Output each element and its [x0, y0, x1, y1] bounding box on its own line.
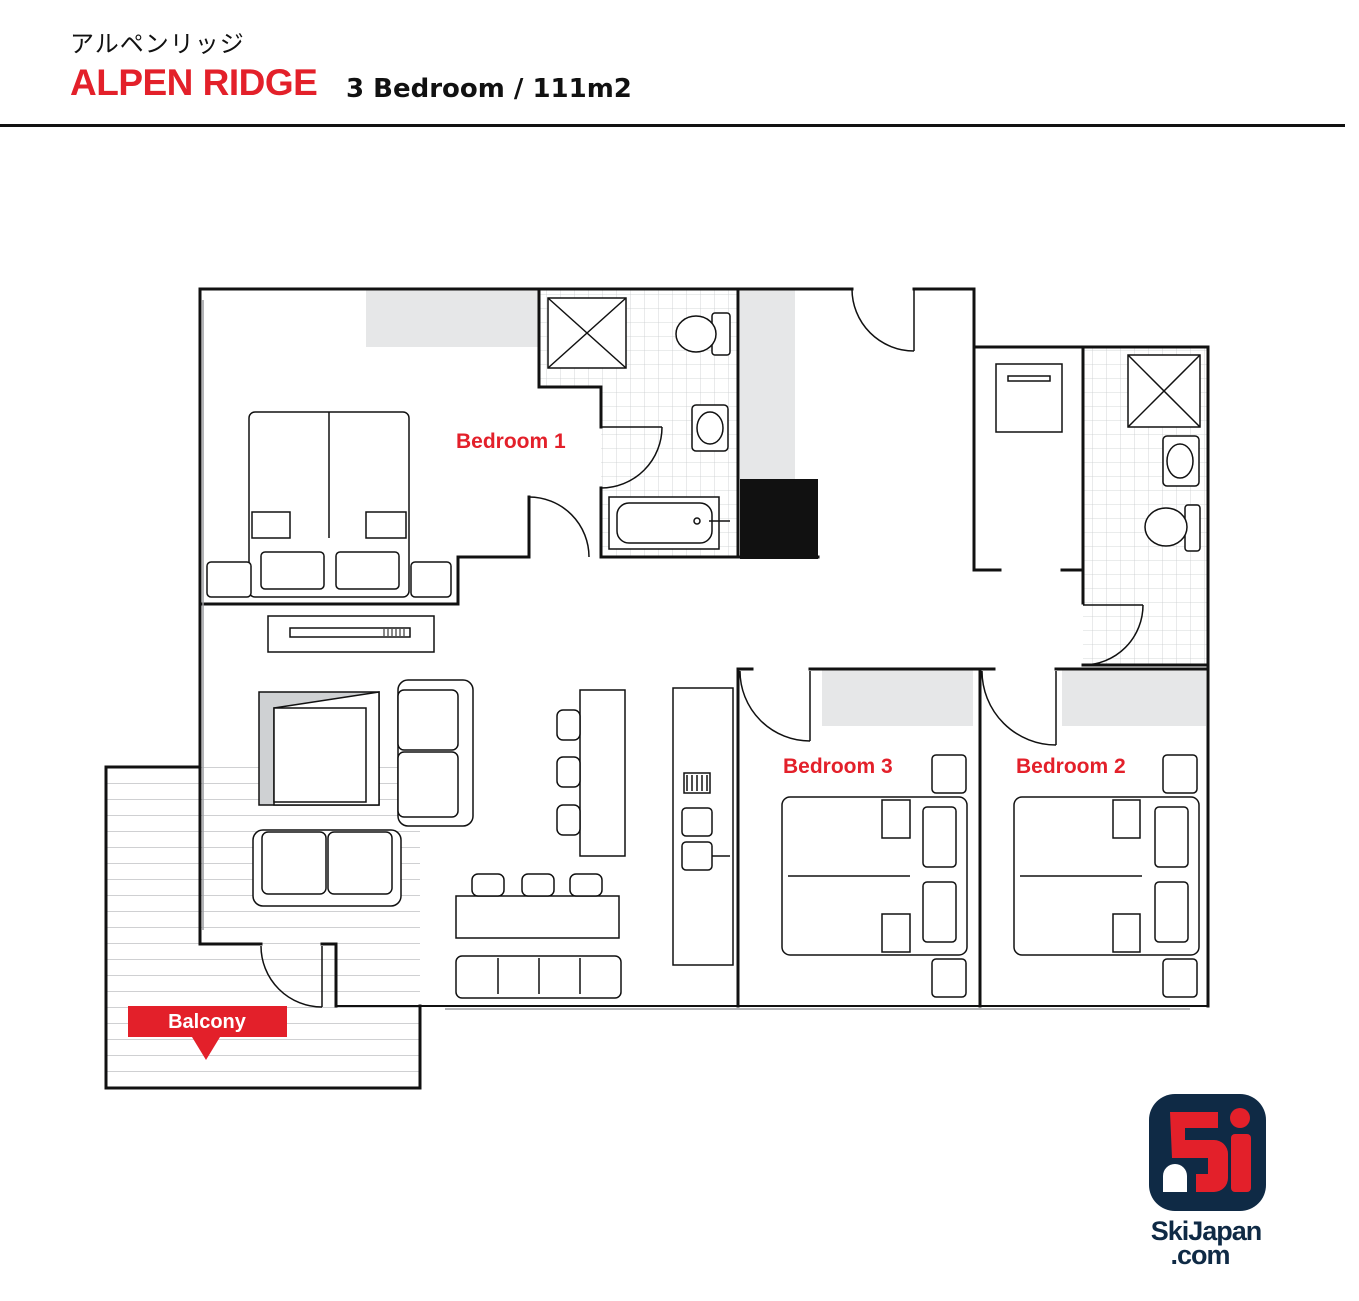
doors	[260, 288, 1144, 1008]
wardrobes	[366, 289, 1206, 726]
logo-i-mark	[1231, 1134, 1251, 1192]
page-subtitle: 3 Bedroom / 111m2	[346, 74, 632, 104]
page-title: ALPEN RIDGE	[70, 62, 318, 103]
bathroom-tiles	[539, 289, 1208, 665]
service-column	[740, 479, 818, 559]
tv-vents	[383, 629, 405, 636]
japanese-title: アルペンリッジ	[70, 30, 245, 58]
bedroom-3-label: Bedroom 3	[783, 755, 893, 778]
bedroom-1-label: Bedroom 1	[456, 430, 566, 453]
bedroom-1-bed	[206, 411, 452, 598]
logo-dot-mark	[1230, 1108, 1250, 1128]
bedroom-2-bed	[1013, 754, 1200, 998]
logo-s-mark	[1170, 1112, 1228, 1192]
windows	[202, 300, 1190, 1010]
ensuite-1-fixtures	[547, 297, 731, 550]
logo-white-mark	[1163, 1164, 1187, 1192]
balcony-deck	[106, 767, 420, 1088]
bedroom-2-label: Bedroom 2	[1016, 755, 1126, 778]
skijapan-logo: SkiJapan .com	[1149, 1094, 1266, 1270]
balcony-label: Balcony	[168, 1011, 247, 1033]
laundry-machine	[995, 363, 1063, 433]
logo-text-line1: SkiJapan	[1151, 1216, 1262, 1246]
bathroom-2-fixtures	[1127, 354, 1201, 552]
header-divider	[0, 124, 1345, 127]
living-furniture	[252, 615, 734, 999]
balcony-callout: Balcony	[128, 1006, 287, 1060]
cooktop-burners	[686, 775, 708, 791]
logo-text-line2: .com	[1170, 1240, 1229, 1270]
bedroom-3-bed	[781, 754, 968, 998]
